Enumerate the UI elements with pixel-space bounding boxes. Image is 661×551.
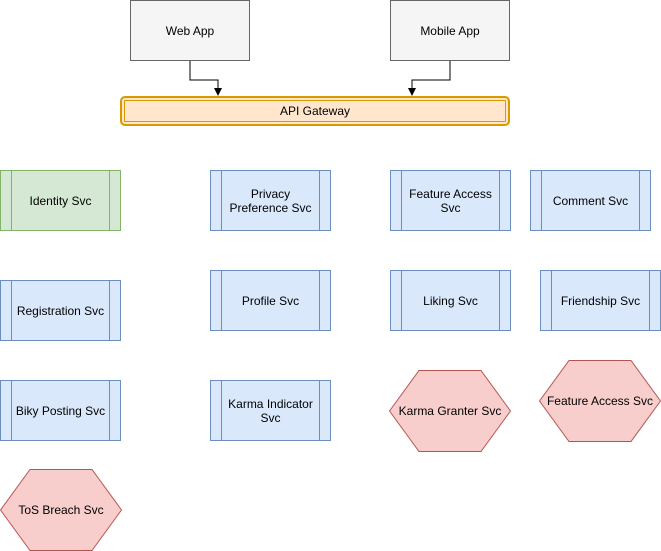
api-gateway-label: API Gateway: [279, 104, 351, 118]
tos-breach-svc-node[interactable]: ToS Breach Svc: [0, 469, 122, 551]
mobile-app-label: Mobile App: [420, 23, 480, 38]
karma-granter-svc-node[interactable]: Karma Granter Svc: [389, 370, 511, 452]
registration-svc-label: Registration Svc: [16, 303, 105, 318]
web-app-to-gateway-arrow: [189, 61, 222, 96]
tos-breach-svc-label: ToS Breach Svc: [18, 503, 104, 517]
feature-access-alt-hexagon-shape: [539, 360, 661, 442]
biky-posting-svc-node[interactable]: Biky Posting Svc: [0, 380, 121, 441]
feature-access-svc-node[interactable]: Feature Access Svc: [390, 170, 511, 231]
api-gateway-node[interactable]: API Gateway: [120, 96, 510, 126]
friendship-svc-label: Friendship Svc: [560, 293, 641, 308]
mobile-app-to-gateway-arrow: [408, 61, 451, 96]
identity-svc-node[interactable]: Identity Svc: [0, 170, 121, 231]
privacy-preference-svc-node[interactable]: Privacy Preference Svc: [210, 170, 331, 231]
feature-access-alt-svc-label: Feature Access Svc: [546, 394, 654, 408]
karma-granter-svc-label: Karma Granter Svc: [398, 404, 502, 418]
friendship-svc-node[interactable]: Friendship Svc: [540, 270, 661, 331]
comment-svc-label: Comment Svc: [552, 193, 629, 208]
web-app-node[interactable]: Web App: [130, 0, 250, 61]
web-app-label: Web App: [165, 23, 215, 38]
comment-svc-node[interactable]: Comment Svc: [530, 170, 651, 231]
feature-access-alt-svc-node[interactable]: Feature Access Svc: [539, 360, 661, 442]
privacy-preference-svc-label: Privacy Preference Svc: [229, 186, 312, 215]
registration-svc-node[interactable]: Registration Svc: [0, 280, 121, 341]
karma-indicator-svc-node[interactable]: Karma Indicator Svc: [210, 380, 331, 441]
liking-svc-label: Liking Svc: [423, 293, 478, 308]
biky-posting-svc-label: Biky Posting Svc: [15, 403, 106, 418]
feature-access-svc-label: Feature Access Svc: [409, 186, 492, 215]
profile-svc-node[interactable]: Profile Svc: [210, 270, 331, 331]
mobile-app-node[interactable]: Mobile App: [390, 0, 510, 61]
karma-indicator-svc-label: Karma Indicator Svc: [228, 396, 313, 425]
profile-svc-label: Profile Svc: [241, 293, 300, 308]
identity-svc-label: Identity Svc: [29, 193, 92, 208]
liking-svc-node[interactable]: Liking Svc: [390, 270, 511, 331]
karma-granter-hexagon-shape: [389, 370, 511, 452]
